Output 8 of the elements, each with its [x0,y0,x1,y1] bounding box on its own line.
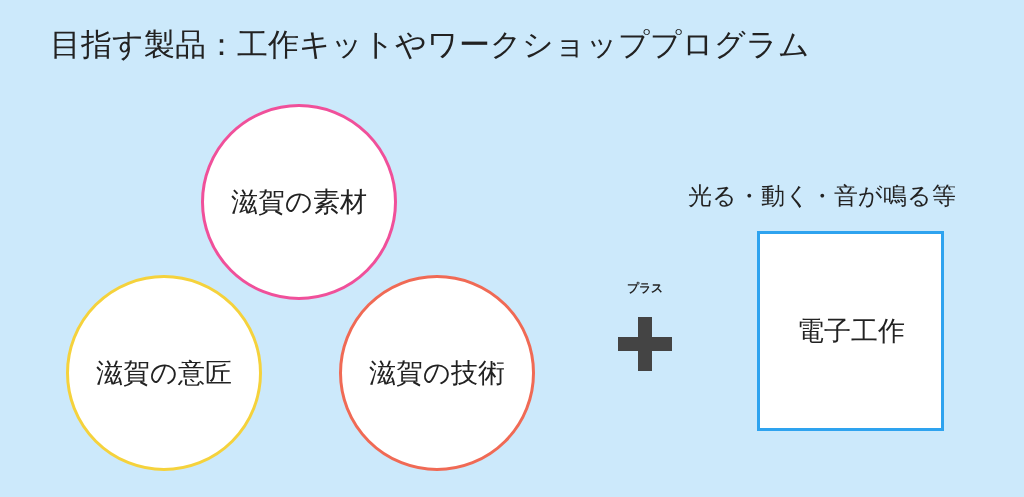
process-box [757,231,944,431]
node-label: 電子工作 [796,314,905,348]
node-caption: 光る・動く・音が鳴る等 [688,181,956,212]
node-label: 滋賀の素材 [231,185,367,219]
title: 目指す製品：工作キットやワークショッププログラム [50,25,810,64]
node-label: 滋賀の意匠 [96,356,232,390]
plus-label: プラス [626,280,664,297]
node-label: 滋賀の技術 [369,356,505,390]
